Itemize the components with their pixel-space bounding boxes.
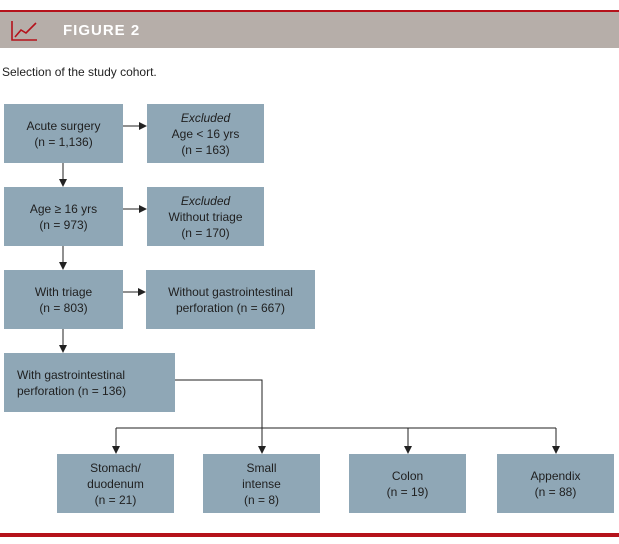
exclusion-label: Without gastrointestinal xyxy=(168,284,293,299)
step-count: (n = 803) xyxy=(39,300,88,315)
step-label: Age ≥ 16 yrs xyxy=(29,201,98,216)
outcome-line1: Colon xyxy=(391,468,424,483)
step-with-triage: With triage (n = 803) xyxy=(4,270,123,329)
figure-title: FIGURE 2 xyxy=(63,22,141,39)
figure-header: FIGURE 2 xyxy=(0,12,619,48)
top-rule xyxy=(0,10,619,12)
outcome-colon: Colon (n = 19) xyxy=(349,454,466,513)
outcome-line2: intense xyxy=(242,476,281,491)
outcome-count: (n = 8) xyxy=(243,492,279,507)
outcome-count: (n = 21) xyxy=(94,492,137,507)
exclusion-count: (n = 170) xyxy=(181,225,230,240)
step-count: (n = 1,136) xyxy=(34,134,93,149)
exclusion-label: Without triage xyxy=(168,209,243,224)
exclusion-label: Age < 16 yrs xyxy=(171,126,240,141)
figure-caption: Selection of the study cohort. xyxy=(2,65,157,79)
outcome-line1: Small xyxy=(246,460,277,475)
exclusion-heading: Excluded xyxy=(180,193,231,208)
step-label: Acute surgery xyxy=(26,118,101,133)
outcome-count: (n = 19) xyxy=(386,484,429,499)
step-age: Age ≥ 16 yrs (n = 973) xyxy=(4,187,123,246)
outcome-line2: duodenum xyxy=(87,476,144,491)
step-count: (n = 973) xyxy=(39,217,88,232)
outcome-stomach-duodenum: Stomach/ duodenum (n = 21) xyxy=(57,454,174,513)
step-gi-perforation: With gastrointestinal perforation (n = 1… xyxy=(4,353,175,412)
outcome-line1: Stomach/ xyxy=(90,460,141,475)
step-label: With triage xyxy=(34,284,93,299)
exclusion-under-16: Excluded Age < 16 yrs (n = 163) xyxy=(147,104,264,163)
outcome-small-intense: Small intense (n = 8) xyxy=(203,454,320,513)
exclusion-without-gi-perforation: Without gastrointestinal perforation (n … xyxy=(146,270,315,329)
outcome-line1: Appendix xyxy=(530,468,581,483)
exclusion-count: (n = 163) xyxy=(181,142,230,157)
line-chart-icon xyxy=(11,21,37,41)
exclusion-without-triage: Excluded Without triage (n = 170) xyxy=(147,187,264,246)
outcome-appendix: Appendix (n = 88) xyxy=(497,454,614,513)
step-label: With gastrointestinal xyxy=(17,367,126,382)
outcome-count: (n = 88) xyxy=(534,484,577,499)
exclusion-heading: Excluded xyxy=(180,110,231,125)
step-label-2: perforation (n = 136) xyxy=(17,383,127,398)
exclusion-count: perforation (n = 667) xyxy=(175,300,286,315)
bottom-rule xyxy=(0,533,619,537)
step-acute-surgery: Acute surgery (n = 1,136) xyxy=(4,104,123,163)
